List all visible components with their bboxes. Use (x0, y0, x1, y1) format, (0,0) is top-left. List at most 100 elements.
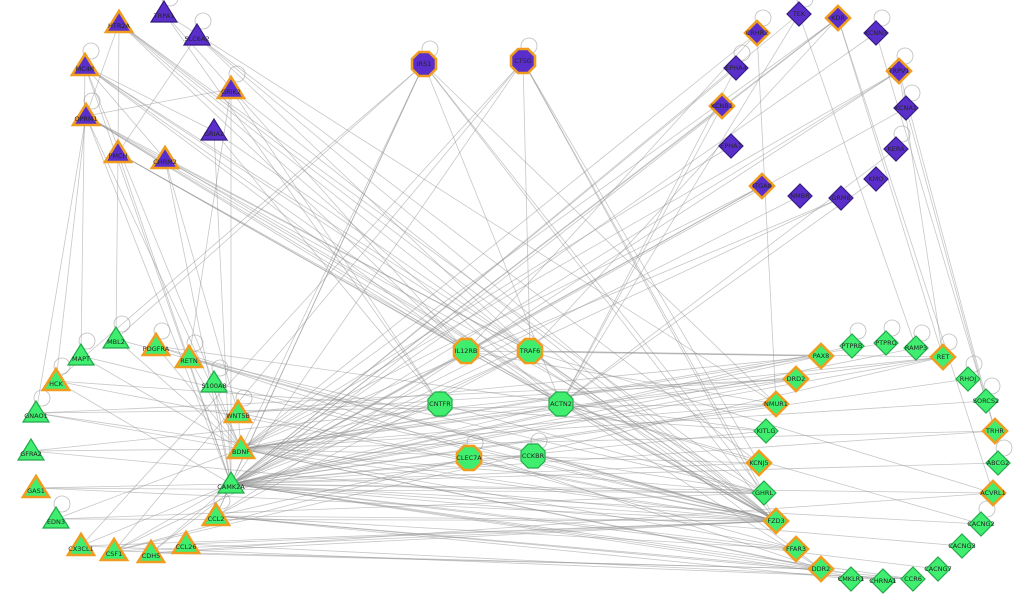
node-GRIA2[interactable]: GRIA2 (199, 117, 229, 141)
node-CCR6[interactable]: CCR6 (900, 566, 926, 592)
node-KCNA1[interactable]: KCNA1 (893, 95, 919, 121)
triangle-shape (173, 343, 205, 369)
node-CCL2[interactable]: CCL2 (200, 501, 232, 527)
node-GNAO1[interactable]: GNAO1 (21, 399, 51, 423)
edge-CAMK2A-GHRL (230, 483, 765, 494)
edge-CTSG-GHRL (522, 60, 765, 494)
edge-EDN3-FZD3 (55, 518, 777, 522)
node-CACNG7[interactable]: CACNG7 (924, 556, 952, 582)
diamond-shape (745, 449, 773, 477)
edge-KERA-ACTN2 (560, 148, 897, 405)
node-HCK[interactable]: HCK (40, 366, 72, 392)
edge-SORCS2-BDNF (240, 400, 987, 450)
node-CHRNA1[interactable]: CHRNA1 (869, 568, 897, 594)
node-CNTFR[interactable]: CNTFR (427, 391, 453, 417)
edge-HTR2A-GHRL (118, 22, 765, 494)
node-EDN3[interactable]: EDN3 (41, 505, 71, 529)
node-ITGA8[interactable]: ITGA8 (748, 172, 776, 200)
node-PMCH[interactable]: PMCH (102, 138, 134, 164)
node-SORCS2[interactable]: SORCS2 (973, 388, 999, 414)
node-CSF1[interactable]: CSF1 (98, 536, 130, 562)
node-KCNN3[interactable]: KCNN3 (863, 20, 889, 46)
node-CX3CL1[interactable]: CX3CL1 (65, 531, 97, 557)
node-NMBR[interactable]: NMBR (787, 183, 813, 209)
node-TRPA1[interactable]: TRPA1 (149, 0, 179, 23)
node-KCNJ5[interactable]: KCNJ5 (745, 449, 773, 477)
diamond-shape (979, 479, 1007, 507)
diamond-shape (708, 92, 736, 120)
triangle-shape (222, 398, 254, 424)
diamond-shape (838, 566, 864, 592)
edge-S100A8-CAMK2A (213, 382, 232, 485)
edge-OPRM1-BDNF (85, 115, 242, 450)
edge-PDGFRA-FZD3 (155, 345, 777, 522)
node-HTR2A[interactable]: HTR2A (103, 8, 135, 34)
edge-MC4R-GRIA2 (84, 65, 215, 132)
edge-CMKLR1-CCL2 (215, 515, 852, 580)
node-PAX8[interactable]: PAX8 (807, 342, 835, 370)
edge-KCNB1-CAMK2A (230, 105, 723, 485)
node-CLEC7A[interactable]: CLEC7A (455, 444, 483, 472)
node-DRD2[interactable]: DRD2 (782, 365, 810, 393)
node-PTPRO[interactable]: PTPRO (873, 330, 899, 356)
octagon-shape (548, 391, 574, 417)
node-IRS1[interactable]: IRS1 (410, 50, 438, 78)
node-GFRA2[interactable]: GFRA2 (16, 437, 46, 461)
node-CCKBR[interactable]: CCKBR (520, 443, 546, 469)
node-KDR[interactable]: KDR (824, 4, 852, 32)
edge-GRIA2-CAMK2A (213, 130, 232, 485)
node-GRIK2[interactable]: GRIK2 (215, 74, 247, 100)
node-CTSG[interactable]: CTSG (509, 47, 537, 75)
edge-TRPV1-TRHR (898, 70, 996, 432)
node-ABCG2[interactable]: ABCG2 (985, 450, 1011, 476)
edge-CAMK2A-KCNJ5 (230, 462, 760, 485)
edge-SLC6A2-KCNJ5 (196, 35, 760, 464)
edge-CRHR2-BDNF (240, 32, 758, 450)
node-RHOJ[interactable]: RHOJ (955, 366, 981, 392)
node-GRM8[interactable]: GRM8 (828, 185, 854, 211)
node-CMKLR1[interactable]: CMKLR1 (838, 566, 865, 592)
node-MAPT[interactable]: MAPT (66, 342, 96, 366)
node-KITLG[interactable]: KITLG (753, 418, 779, 444)
node-TRPV1[interactable]: TRPV1 (885, 57, 913, 85)
node-S100A8[interactable]: S100A8 (199, 369, 229, 393)
node-DDR2[interactable]: DDR2 (807, 555, 835, 583)
node-CACNG3[interactable]: CACNG3 (948, 533, 976, 559)
diamond-shape (787, 183, 813, 209)
node-GAS1[interactable]: GAS1 (20, 473, 52, 499)
edge-IRS1-NMUR1 (423, 63, 777, 405)
diamond-shape (743, 19, 771, 47)
diamond-shape (762, 507, 790, 535)
octagon-shape (516, 337, 544, 365)
node-PTPRB[interactable]: PTPRB (839, 333, 865, 359)
diamond-shape (903, 335, 929, 361)
edge-EPHA7-BDNF (240, 145, 732, 450)
self-loop-OPRM1 (83, 92, 101, 110)
node-KERA[interactable]: KERA (883, 136, 909, 162)
diamond-shape (753, 418, 779, 444)
edge-CTSG-FZD3 (522, 60, 777, 522)
triangle-shape (199, 117, 229, 141)
edge-RETN-BDNF (188, 357, 242, 450)
edge-BDNF-KCNJ5 (240, 448, 760, 464)
node-PDGFRA[interactable]: PDGFRA (140, 331, 172, 357)
node-CHRM2[interactable]: CHRM2 (149, 144, 181, 170)
diamond-shape (723, 55, 749, 81)
node-TEK[interactable]: TEK (786, 1, 812, 27)
node-TRHR[interactable]: TRHR (981, 417, 1009, 445)
node-ACTN2[interactable]: ACTN2 (548, 391, 574, 417)
edge-KCNA1-SORCS2 (905, 107, 987, 402)
node-CACNG2[interactable]: CACNG2 (967, 511, 995, 537)
triangle-shape (149, 0, 179, 23)
node-TRAF6[interactable]: TRAF6 (516, 337, 544, 365)
edge-GRM8-BDNF (240, 197, 842, 450)
triangle-shape (149, 144, 181, 170)
node-MC4R[interactable]: MC4R (69, 51, 101, 77)
self-loop-KCNA1 (903, 84, 921, 102)
node-SLC6A2[interactable]: SLC6A2 (182, 22, 212, 46)
self-loop-KCNN3 (873, 9, 891, 27)
node-EPHA7[interactable]: EPHA7 (718, 133, 744, 159)
node-IL12RB[interactable]: IL12RB (452, 337, 480, 365)
edge-CLEC7A-CCL2 (215, 457, 470, 517)
